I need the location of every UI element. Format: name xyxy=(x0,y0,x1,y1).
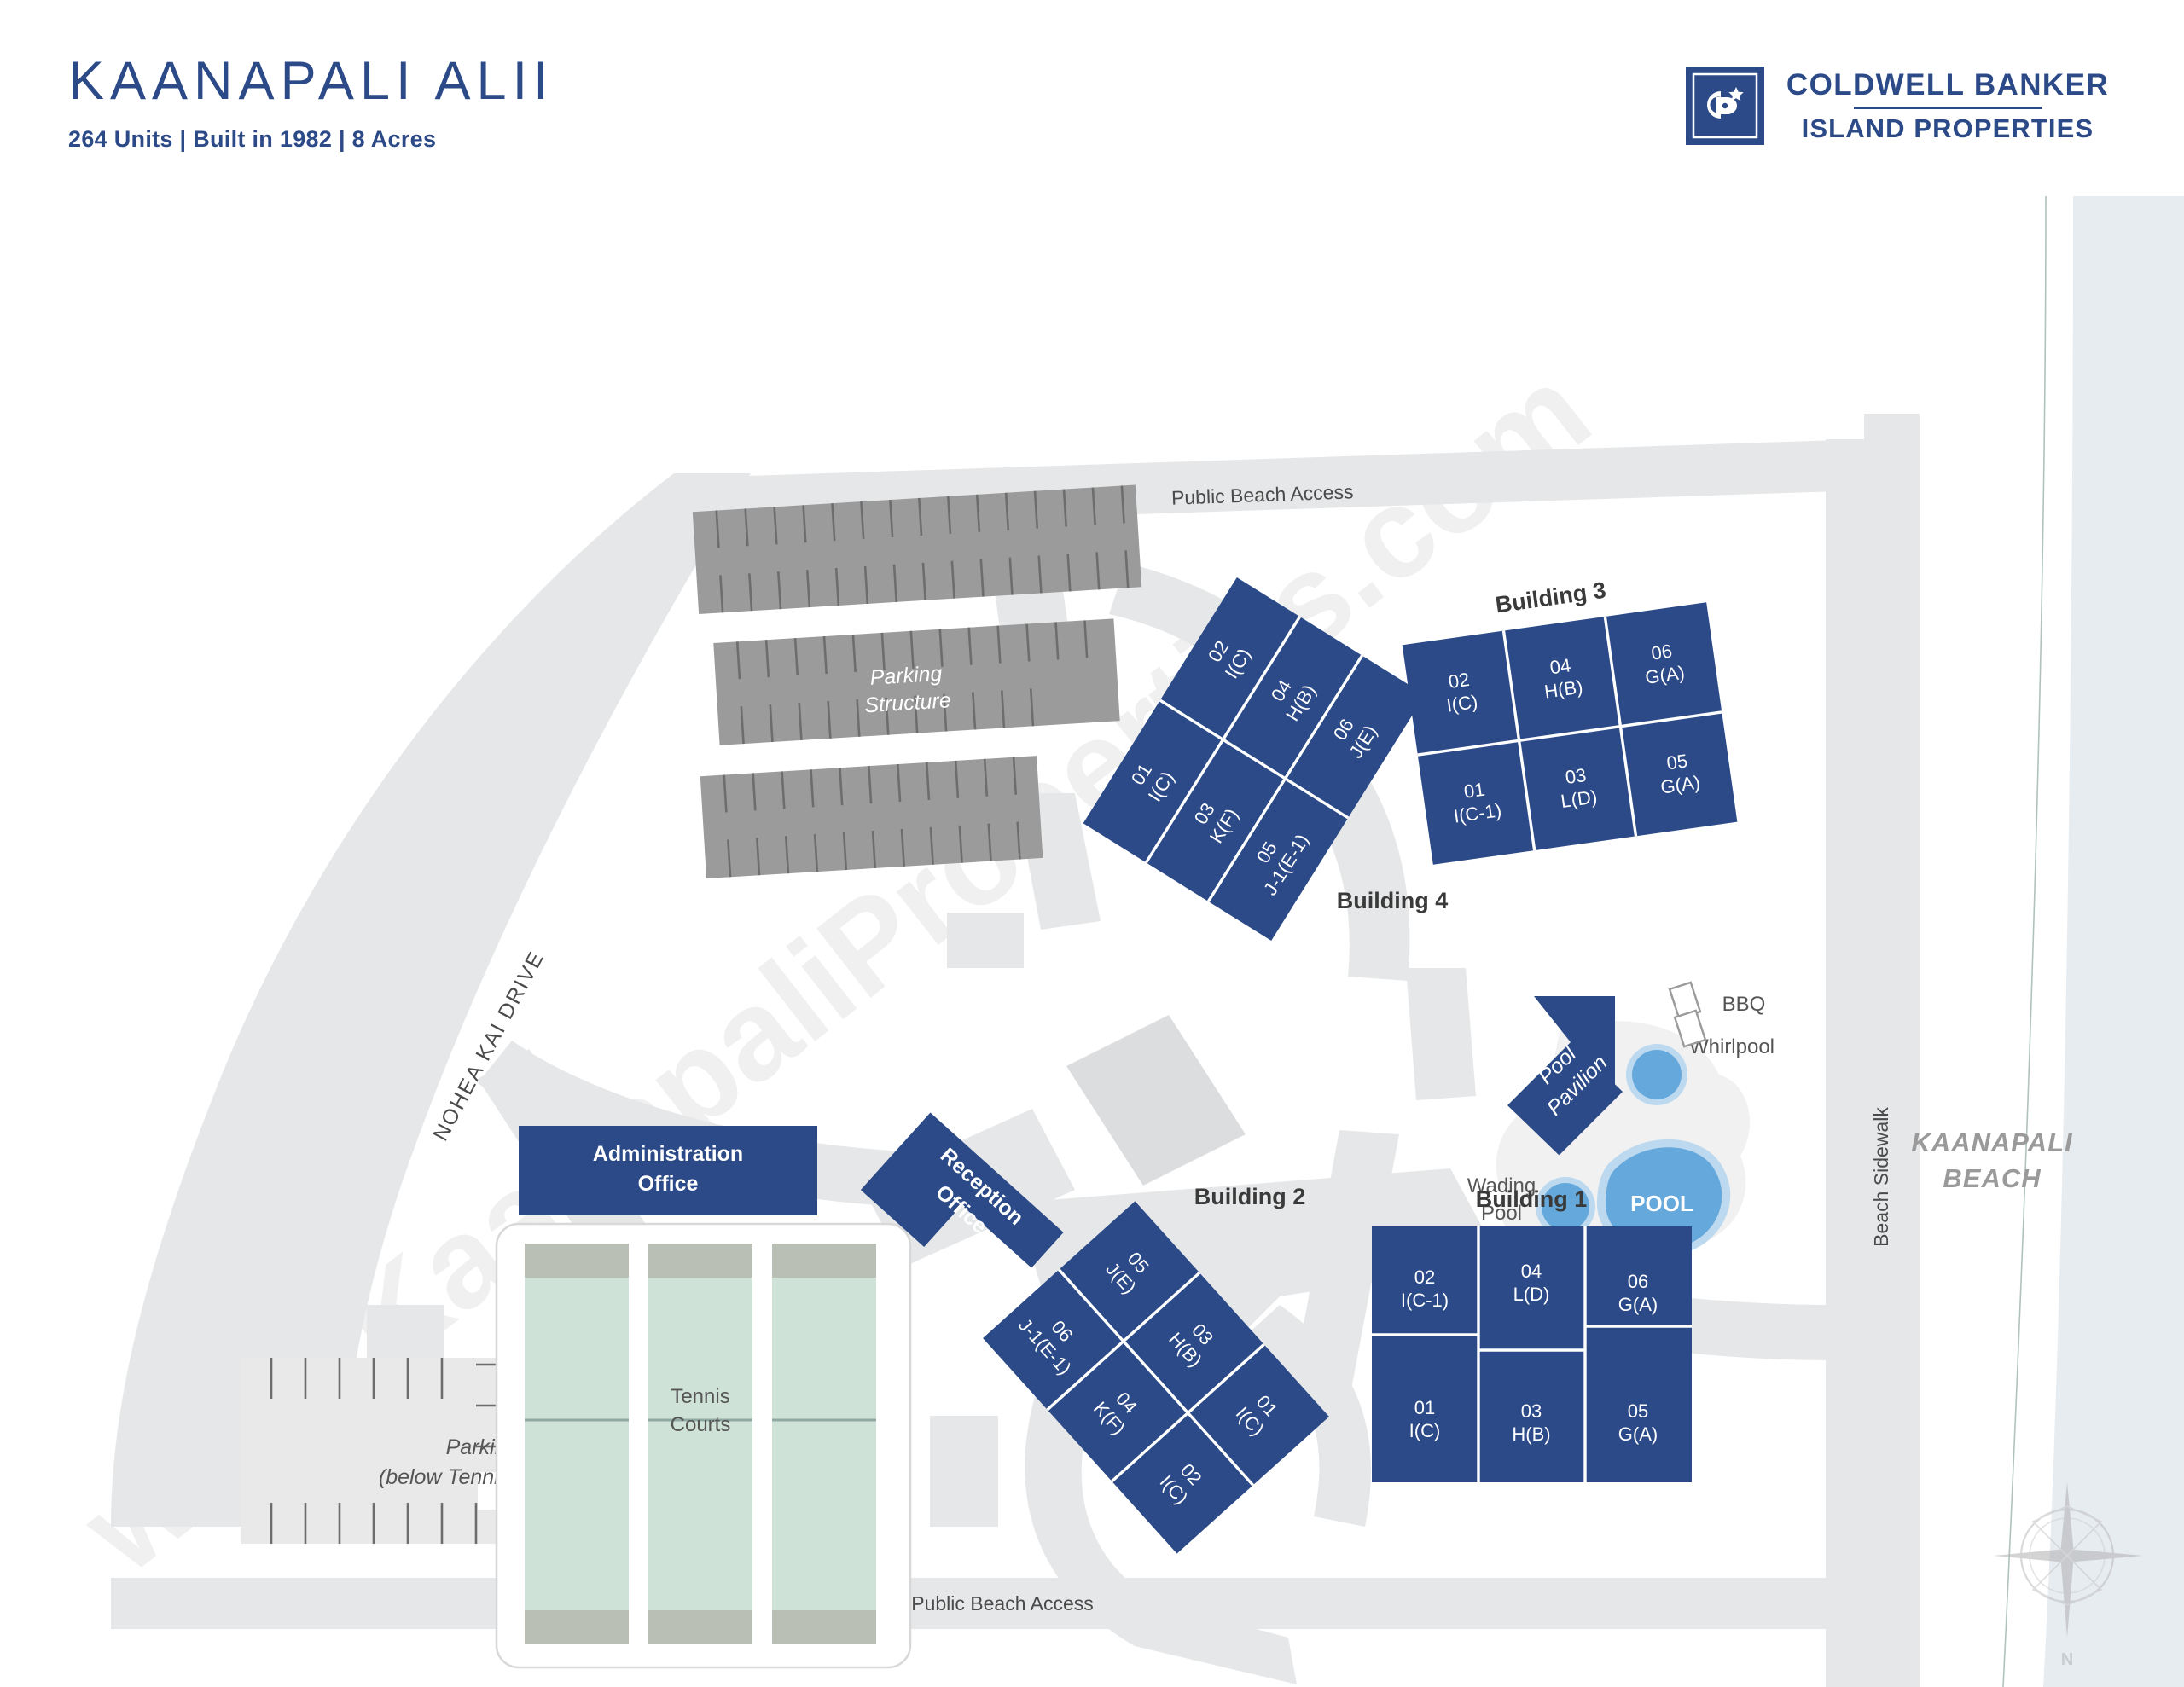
unit-cell: 03 L(D) xyxy=(1560,764,1599,812)
site-map: www.KaanapaliProperties.com xyxy=(0,196,2184,1687)
pool-label: POOL xyxy=(1630,1191,1693,1216)
unit-cell: 04 H(B) xyxy=(1543,654,1584,702)
wading-pool-label-line2: Pool xyxy=(1481,1202,1522,1225)
unit-number: 02 xyxy=(1447,669,1471,693)
unit-cell: 01 I(C) xyxy=(1409,1397,1441,1441)
parking-structure-label-line2: Structure xyxy=(863,688,951,717)
compass-rose-icon: N xyxy=(1994,1482,2143,1669)
unit-cell: 06 G(A) xyxy=(1618,1271,1658,1315)
bbq-label: BBQ xyxy=(1722,993,1766,1016)
page-title: KAANAPALI ALII xyxy=(68,51,555,111)
page-header: KAANAPALI ALII 264 Units | Built in 1982… xyxy=(0,0,2184,196)
reception-office[interactable]: Reception Office xyxy=(860,1112,1064,1309)
unit-number: 01 xyxy=(1462,779,1486,803)
brand-logo: COLDWELL BANKER ISLAND PROPERTIES xyxy=(1685,67,2109,145)
unit-plan: L(D) xyxy=(1560,786,1599,812)
tennis-courts-label-line1: Tennis xyxy=(671,1385,729,1408)
pool[interactable]: POOL xyxy=(1597,1139,1731,1256)
unit-number: 05 xyxy=(1665,750,1689,774)
public-beach-access-south-label: Public Beach Access xyxy=(911,1592,1094,1615)
unit-plan: I(C) xyxy=(1445,691,1479,716)
building-1[interactable]: Building 1 02 I(C-1) 04 L(D) 06 G(A) 01 … xyxy=(1372,1186,1692,1482)
unit-cell: 03 H(B) xyxy=(1512,1400,1550,1445)
unit-number: 05 xyxy=(1628,1400,1648,1422)
site-map-svg: www.KaanapaliProperties.com xyxy=(55,196,2184,1687)
unit-number: 06 xyxy=(1628,1271,1648,1292)
building-4[interactable]: Building 4 01 I(C) 03 K(F) 05 J-1(E-1) 0… xyxy=(1083,577,1540,1012)
unit-number: 03 xyxy=(1521,1400,1542,1422)
building-2-name: Building 2 xyxy=(1194,1184,1306,1209)
building-1-name: Building 1 xyxy=(1476,1186,1588,1212)
unit-plan: I(C) xyxy=(1409,1420,1441,1441)
wading-pool-label-line1: Wading xyxy=(1467,1174,1536,1197)
compass-north-label: N xyxy=(2061,1650,2073,1669)
parking-structure: Parking Structure xyxy=(692,484,1142,879)
unit-plan: I(C-1) xyxy=(1401,1290,1449,1311)
wading-pool[interactable] xyxy=(1536,1177,1595,1237)
building-2[interactable]: Building 2 05 J(E) 03 H(B) 01 I(C) 06 J-… xyxy=(983,1109,1432,1554)
administration-office-label-line1: Administration xyxy=(593,1142,743,1166)
coldwell-banker-cb-star-icon xyxy=(1685,67,1764,145)
unit-number: 01 xyxy=(1414,1397,1435,1418)
kaanapali-beach-label: KAANAPALI BEACH xyxy=(1911,1128,2073,1193)
whirlpool[interactable] xyxy=(1626,1044,1687,1105)
unit-cell: 02 I(C-1) xyxy=(1401,1267,1449,1311)
beach-label-line2: BEACH xyxy=(1943,1163,2041,1193)
beach-label-line1: KAANAPALI xyxy=(1911,1128,2073,1157)
building-4-name: Building 4 xyxy=(1337,888,1449,913)
unit-number: 04 xyxy=(1548,654,1572,678)
building-3[interactable]: Building 3 02 I(C) 04 H(B) 06 G(A) 01 I(… xyxy=(1397,564,1738,865)
tennis-courts-label-line2: Courts xyxy=(671,1413,731,1436)
administration-office-label-line2: Office xyxy=(638,1172,699,1196)
beach-sidewalk-label: Beach Sidewalk xyxy=(1870,1107,1892,1247)
tennis-courts: Tennis Courts xyxy=(495,1222,912,1669)
unit-number: 02 xyxy=(1414,1267,1435,1288)
brand-line-primary: COLDWELL BANKER xyxy=(1786,67,2109,101)
unit-plan: H(B) xyxy=(1512,1423,1550,1445)
building-3-name: Building 3 xyxy=(1494,577,1607,618)
unit-number: 03 xyxy=(1564,764,1588,788)
pool-pavilion[interactable]: Pool Pavilion xyxy=(1507,996,1623,1155)
administration-office[interactable]: Administration Office xyxy=(519,1126,817,1215)
ocean xyxy=(2002,196,2184,1687)
brand-line-secondary: ISLAND PROPERTIES xyxy=(1801,113,2094,143)
title-block: KAANAPALI ALII 264 Units | Built in 1982… xyxy=(68,53,555,153)
unit-number: 04 xyxy=(1521,1261,1542,1282)
unit-cell: 05 G(A) xyxy=(1618,1400,1658,1445)
brand-text: COLDWELL BANKER ISLAND PROPERTIES xyxy=(1786,68,2109,144)
brand-divider xyxy=(1854,106,2042,109)
unit-cell: 02 I(C) xyxy=(1445,669,1479,716)
unit-plan: H(B) xyxy=(1543,675,1584,702)
unit-cell: 04 L(D) xyxy=(1513,1261,1550,1305)
unit-plan: G(A) xyxy=(1618,1423,1658,1445)
unit-plan: L(D) xyxy=(1513,1284,1550,1305)
unit-number: 06 xyxy=(1650,640,1674,664)
pool-area: Pool Pavilion Whirlpool POOL Wading Pool… xyxy=(1467,981,1774,1278)
bbq[interactable] xyxy=(1668,981,1707,1048)
parking-structure-label-line1: Parking xyxy=(869,662,943,690)
page-subtitle: 264 Units | Built in 1982 | 8 Acres xyxy=(68,126,437,153)
unit-plan: G(A) xyxy=(1618,1294,1658,1315)
